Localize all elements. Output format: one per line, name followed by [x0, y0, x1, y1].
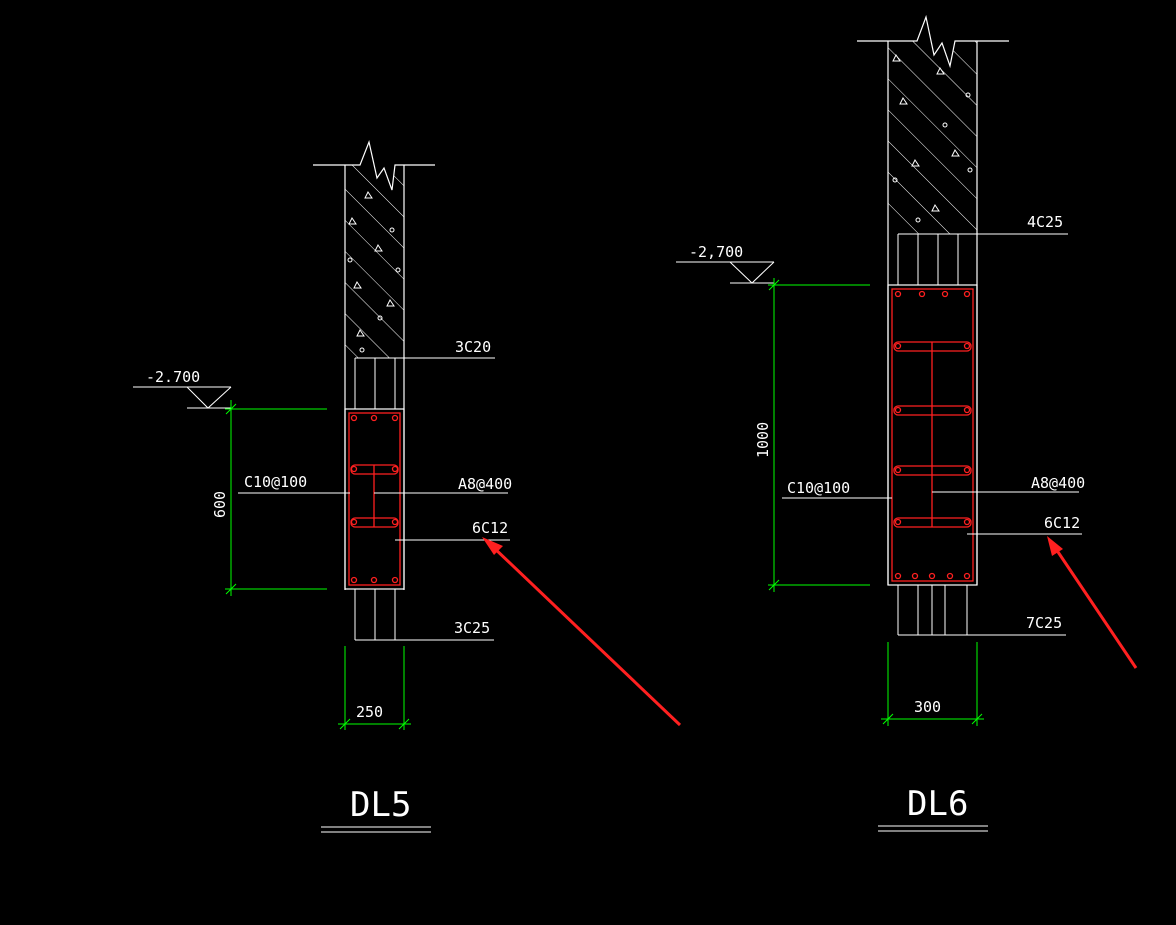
dl5-rebar-cage [348, 412, 401, 586]
dl6-tie-label: A8@400 [1031, 474, 1085, 492]
dl6-title: DL6 [907, 784, 968, 824]
dl5-bottom-bars-label: 3C25 [454, 619, 490, 637]
dl6-height-dimension [768, 278, 870, 592]
dl5-wall-hatch [345, 165, 404, 358]
red-arrow-dl5 [482, 537, 682, 727]
dl5-title: DL5 [350, 785, 411, 825]
dl5-stirrup-label: C10@100 [244, 473, 307, 491]
dl5-height-label: 600 [211, 491, 229, 518]
dl5-top-bars-label: 3C20 [455, 338, 491, 356]
dl5-tie-label: A8@400 [458, 475, 512, 493]
section-dl6: 4C25 C10@100 A8@400 6C12 7C25 -2,700 100… [676, 14, 1085, 832]
dl5-level-label: -2.700 [146, 368, 200, 386]
dl5-width-label: 250 [356, 703, 383, 721]
dl6-stirrup-label: C10@100 [787, 479, 850, 497]
section-dl5: 3C20 C10@100 A8@400 6C12 3C25 -2.700 600 [133, 139, 512, 833]
dl5-aggregate-marks [347, 191, 401, 353]
dl5-level-marker: -2.700 [133, 368, 232, 409]
dl6-width-label: 300 [914, 698, 941, 716]
dl5-side-bars-label: 6C12 [472, 519, 508, 537]
dl5-height-dimension [225, 400, 327, 596]
dl6-bottom-bars-label: 7C25 [1026, 614, 1062, 632]
dl6-level-label: -2,700 [689, 243, 743, 261]
dl6-aggregate-marks [892, 54, 973, 223]
dl6-level-marker: -2,700 [676, 243, 775, 284]
dl5-width-dimension [338, 646, 411, 730]
dl6-rebar-cage [891, 288, 974, 582]
dl6-break-line [857, 14, 1009, 69]
dl6-top-bars-label: 4C25 [1027, 213, 1063, 231]
dl6-width-dimension [881, 642, 984, 726]
dl5-break-line [313, 139, 435, 191]
dl6-side-bars-label: 6C12 [1044, 514, 1080, 532]
dl6-wall-hatch [888, 41, 977, 234]
dl6-height-label: 1000 [754, 422, 772, 458]
red-arrow-dl6 [1047, 536, 1138, 669]
